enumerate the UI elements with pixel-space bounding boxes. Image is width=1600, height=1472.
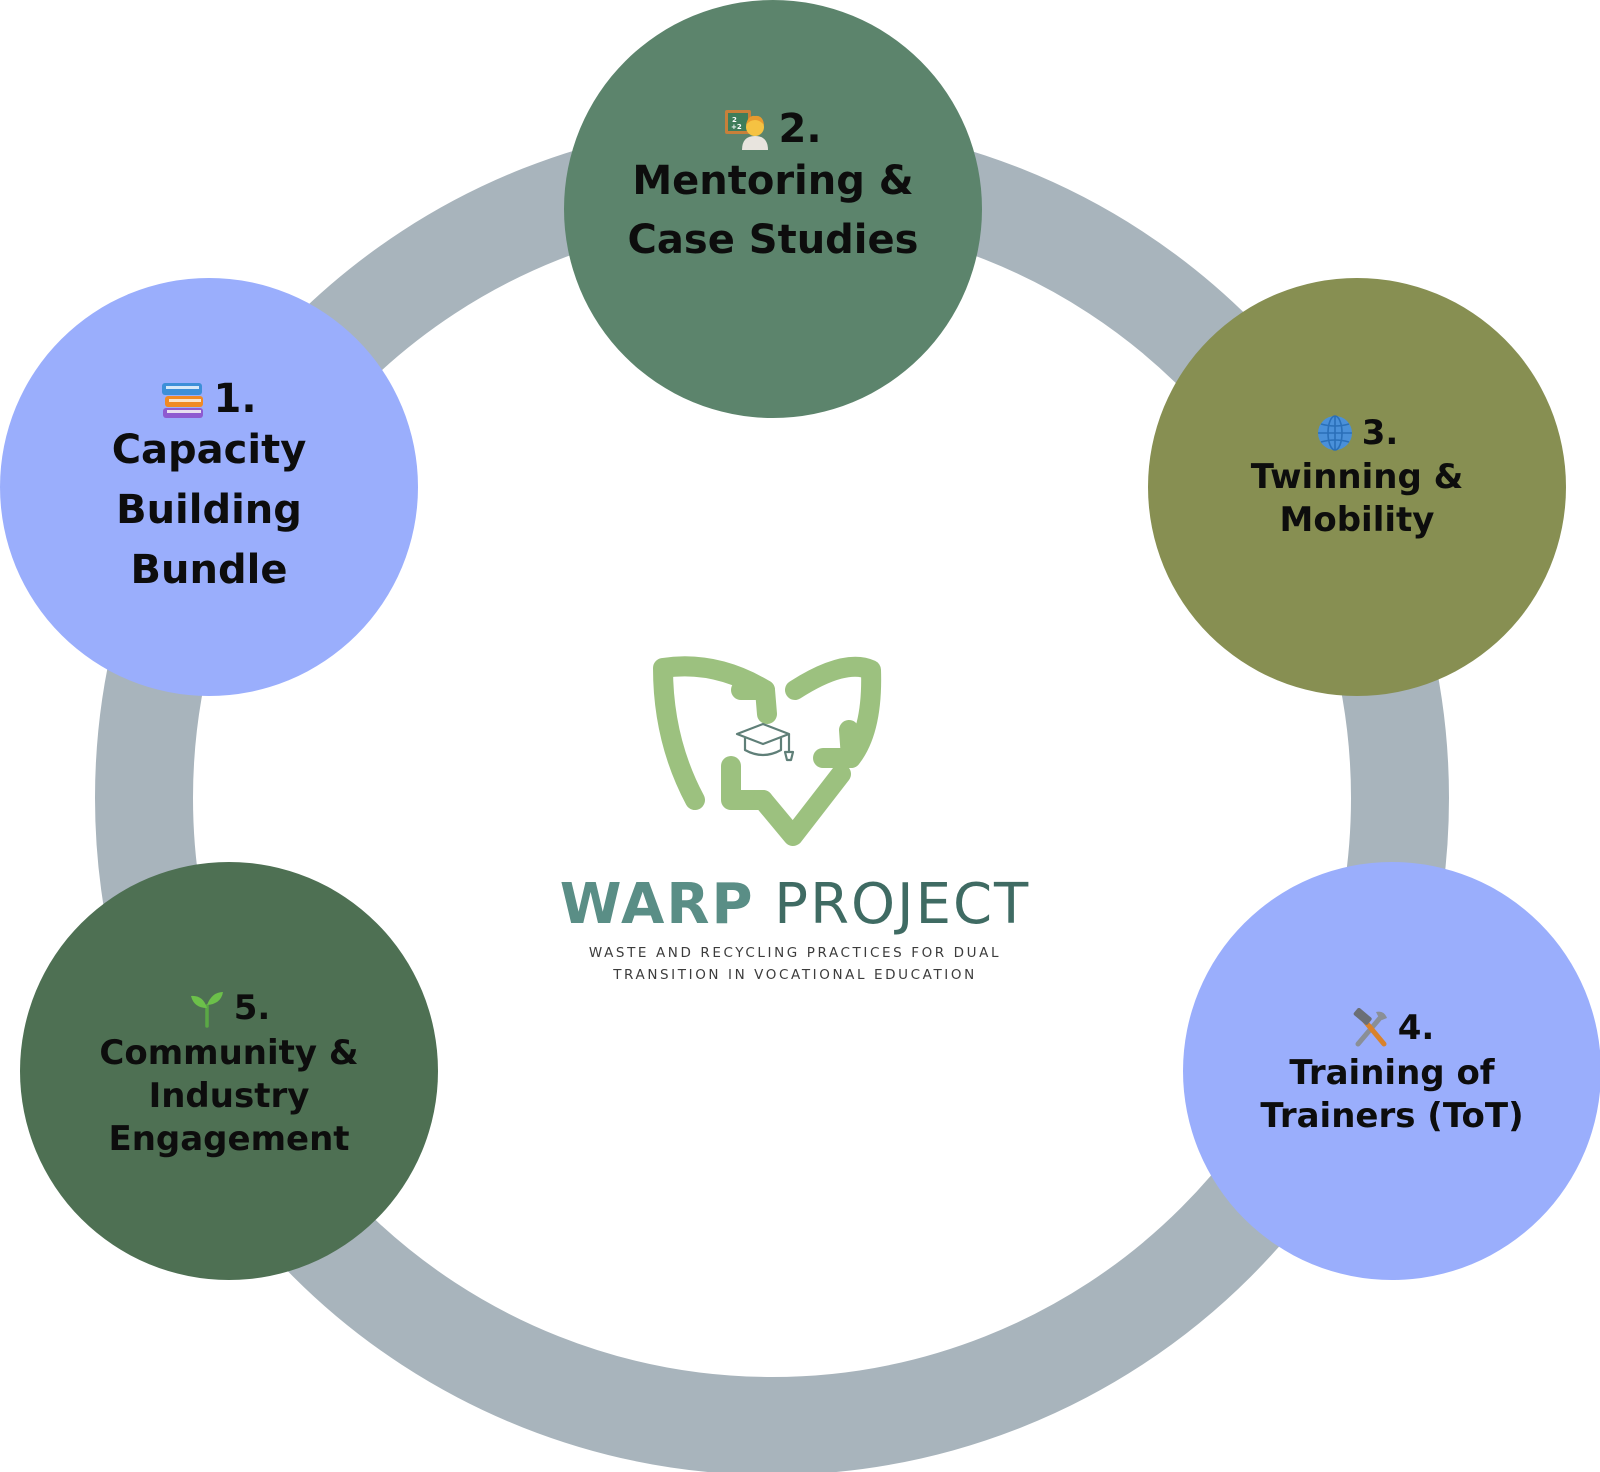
logo-subtitle: WASTE AND RECYCLING PRACTICES FOR DUAL T… <box>545 942 1045 986</box>
svg-text:2: 2 <box>732 116 737 124</box>
node-header: 5. <box>188 988 271 1028</box>
node-title: Community & Industry Engagement <box>99 1033 359 1159</box>
node-number: 2. <box>778 106 822 152</box>
logo-title-warp: WARP <box>559 872 755 937</box>
node-number: 4. <box>1397 1008 1435 1048</box>
node-mentoring: 2 +2 2. Mentoring & Case Studies <box>564 0 982 418</box>
node-community-engagement: 5. Community & Industry Engagement <box>20 862 438 1280</box>
warp-project-logo: WARP PROJECT WASTE AND RECYCLING PRACTIC… <box>545 650 1045 990</box>
logo-title-project: PROJECT <box>754 872 1031 937</box>
logo-title: WARP PROJECT <box>545 872 1045 938</box>
node-title: Twinning & Mobility <box>1250 457 1464 540</box>
node-title: Capacity Building Bundle <box>111 427 307 593</box>
node-header: 1. <box>161 376 257 422</box>
node-header: 4. <box>1350 1008 1435 1048</box>
node-number: 3. <box>1361 413 1399 453</box>
teacher-icon: 2 +2 <box>724 108 770 150</box>
svg-text:+2: +2 <box>731 123 742 131</box>
node-title: Mentoring & Case Studies <box>627 158 919 263</box>
hammer-wrench-icon <box>1350 1008 1390 1048</box>
seedling-icon <box>188 988 226 1028</box>
node-header: 2 +2 2. <box>724 106 822 152</box>
logo-subtitle-line: TRANSITION IN VOCATIONAL EDUCATION <box>613 967 977 983</box>
logo-subtitle-line: WASTE AND RECYCLING PRACTICES FOR DUAL <box>588 945 1002 961</box>
node-header: 3. <box>1316 413 1399 453</box>
node-number: 5. <box>233 988 271 1028</box>
node-twinning: 3. Twinning & Mobility <box>1148 278 1566 696</box>
node-title: Training of Trainers (ToT) <box>1260 1053 1524 1136</box>
books-icon <box>161 378 205 420</box>
node-training-of-trainers: 4. Training of Trainers (ToT) <box>1183 862 1600 1280</box>
globe-icon <box>1316 414 1354 452</box>
node-capacity-building: 1. Capacity Building Bundle <box>0 278 418 696</box>
recycle-graduation-cap-icon <box>653 656 882 846</box>
node-number: 1. <box>213 376 257 422</box>
